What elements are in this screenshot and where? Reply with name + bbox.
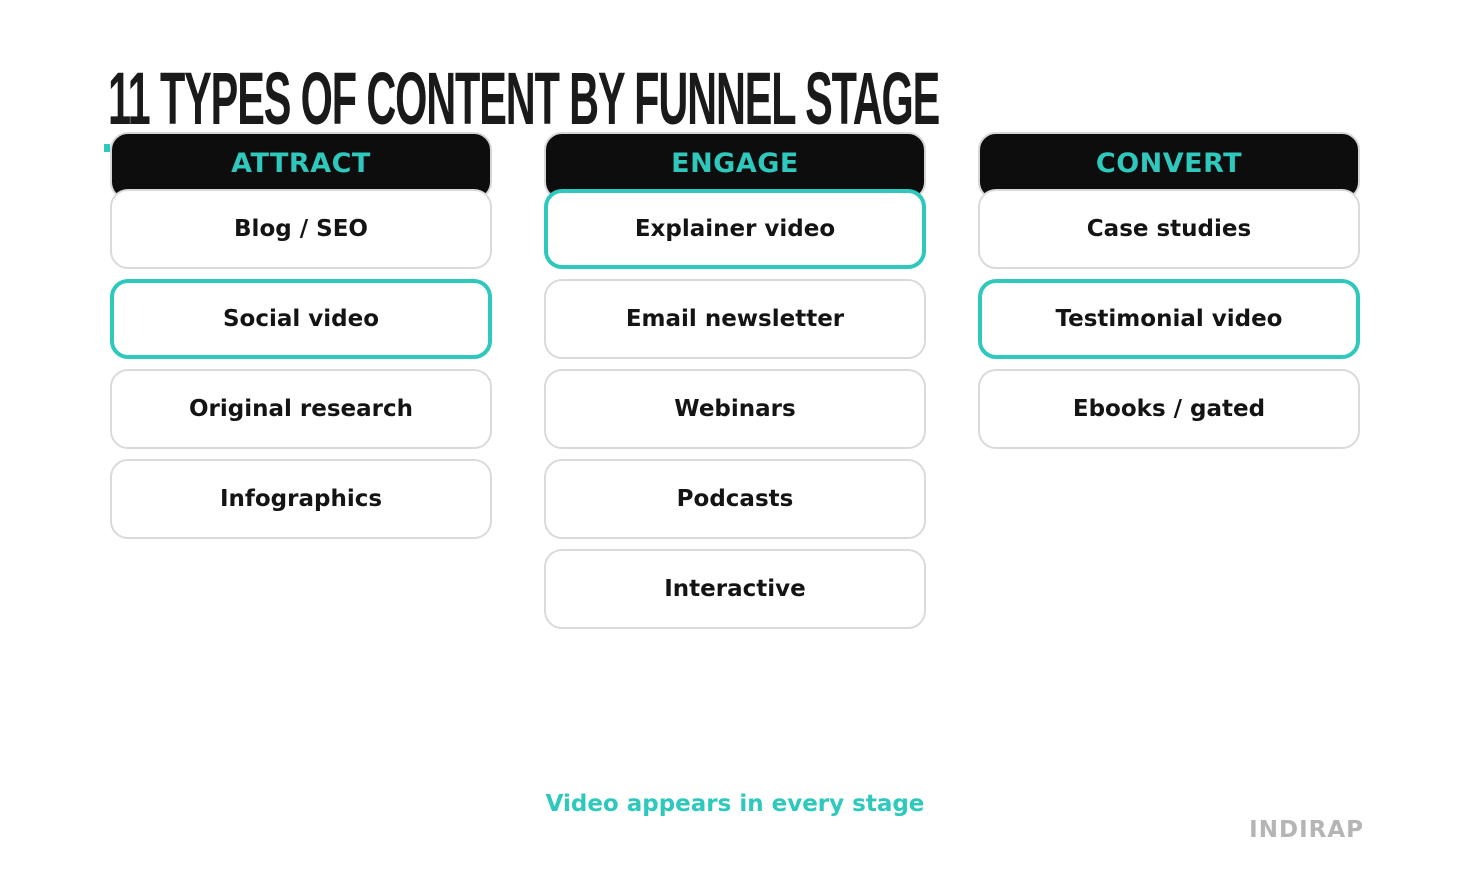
content-card-label: Original research — [188, 396, 413, 422]
content-card-explainer-video: Explainer video — [544, 189, 926, 269]
content-card-label: Blog / SEO — [234, 216, 368, 242]
content-card-blog-seo: Blog / SEO — [110, 189, 492, 269]
content-card-webinars: Webinars — [544, 369, 926, 449]
content-card-testimonial-video: Testimonial video — [978, 279, 1360, 359]
content-card-label: Interactive — [664, 576, 806, 602]
content-card-interactive: Interactive — [544, 549, 926, 629]
content-card-label: Webinars — [674, 396, 796, 422]
page-title: 11 TYPES OF CONTENT BY FUNNEL STAGE — [108, 57, 940, 140]
content-card-label: Infographics — [219, 486, 383, 512]
content-card-infographics: Infographics — [110, 459, 492, 539]
brand-wordmark: INDIRAP — [1249, 817, 1364, 843]
content-card-label: Email newsletter — [625, 306, 845, 332]
column-header-label: ATTRACT — [231, 148, 371, 179]
column-header-label: CONVERT — [1095, 148, 1243, 179]
content-card-original-research: Original research — [110, 369, 492, 449]
column-header-convert: CONVERT — [978, 132, 1360, 200]
content-card-label: Case studies — [1086, 216, 1252, 242]
content-card-label: Explainer video — [634, 216, 836, 242]
column-header-label: ENGAGE — [671, 148, 799, 179]
title-accent-mark — [104, 144, 110, 152]
content-card-label: Social video — [222, 306, 380, 332]
content-card-label: Podcasts — [676, 486, 794, 512]
content-card-label: Ebooks / gated — [1072, 396, 1266, 422]
content-card-label: Testimonial video — [1055, 306, 1283, 332]
footer-note: Video appears in every stage — [545, 791, 925, 817]
content-card-email-newsletter: Email newsletter — [544, 279, 926, 359]
content-card-podcasts: Podcasts — [544, 459, 926, 539]
content-card-social-video: Social video — [110, 279, 492, 359]
column-header-attract: ATTRACT — [110, 132, 492, 200]
content-card-case-studies: Case studies — [978, 189, 1360, 269]
content-card-ebooks-gated: Ebooks / gated — [978, 369, 1360, 449]
